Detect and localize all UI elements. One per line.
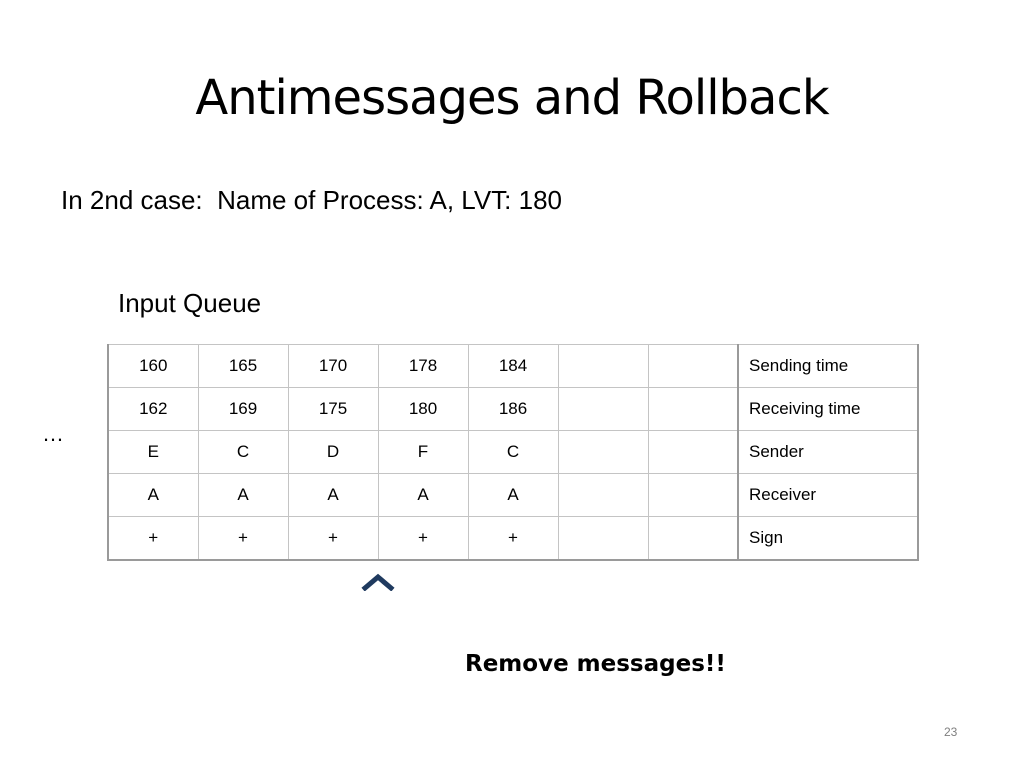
table-row-sign: + + + + + Sign xyxy=(107,516,919,560)
table-row-receiving-time: 162 169 175 180 186 Receiving time xyxy=(107,387,919,431)
table-cell-empty xyxy=(647,516,739,560)
table-cell: 186 xyxy=(467,387,559,431)
table-cell: + xyxy=(467,516,559,560)
row-label: Sender xyxy=(737,430,919,474)
table-cell: C xyxy=(467,430,559,474)
table-cell: 160 xyxy=(107,344,199,388)
row-label: Sending time xyxy=(737,344,919,388)
chevron-up-icon xyxy=(361,573,395,591)
table-cell: A xyxy=(467,473,559,517)
table-cell: 180 xyxy=(377,387,469,431)
row-label: Receiver xyxy=(737,473,919,517)
table-cell: A xyxy=(377,473,469,517)
queue-ellipsis: … xyxy=(42,421,66,446)
table-cell: F xyxy=(377,430,469,474)
input-queue-label: Input Queue xyxy=(118,288,262,318)
table-cell: A xyxy=(287,473,379,517)
table-cell-empty xyxy=(557,516,649,560)
table-cell: 184 xyxy=(467,344,559,388)
table-cell-empty xyxy=(557,473,649,517)
table-cell: D xyxy=(287,430,379,474)
table-cell: 165 xyxy=(197,344,289,388)
table-cell: C xyxy=(197,430,289,474)
table-cell: 178 xyxy=(377,344,469,388)
table-cell: 175 xyxy=(287,387,379,431)
table-cell: 169 xyxy=(197,387,289,431)
page-number: 23 xyxy=(944,725,958,739)
process-subtitle: In 2nd case: Name of Process: A, LVT: 18… xyxy=(61,185,563,215)
table-cell: + xyxy=(287,516,379,560)
table-row-sender: E C D F C Sender xyxy=(107,430,919,474)
table-row-sending-time: 160 165 170 178 184 Sending time xyxy=(107,344,919,388)
table-cell: E xyxy=(107,430,199,474)
table-cell-empty xyxy=(647,473,739,517)
table-cell-empty xyxy=(647,344,739,388)
table-cell: 162 xyxy=(107,387,199,431)
table-cell: 170 xyxy=(287,344,379,388)
row-label: Receiving time xyxy=(737,387,919,431)
table-cell-empty xyxy=(557,430,649,474)
table-cell: A xyxy=(197,473,289,517)
table-cell-empty xyxy=(647,430,739,474)
table-cell: A xyxy=(107,473,199,517)
input-queue-table: 160 165 170 178 184 Sending time 162 169… xyxy=(107,344,919,561)
slide-title: Antimessages and Rollback xyxy=(195,70,829,126)
table-cell: + xyxy=(197,516,289,560)
table-row-receiver: A A A A A Receiver xyxy=(107,473,919,517)
table-cell: + xyxy=(377,516,469,560)
table-cell-empty xyxy=(557,344,649,388)
table-cell-empty xyxy=(647,387,739,431)
row-label: Sign xyxy=(737,516,919,560)
remove-messages-note: Remove messages!! xyxy=(465,651,726,677)
table-cell: + xyxy=(107,516,199,560)
table-cell-empty xyxy=(557,387,649,431)
